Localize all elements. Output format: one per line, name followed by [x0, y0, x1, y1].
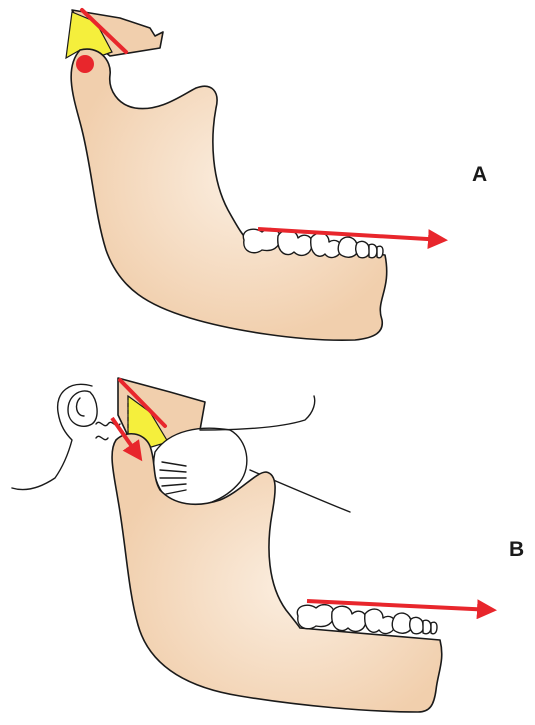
mandible-a	[71, 49, 387, 340]
ear-outline	[12, 384, 92, 489]
panel-label-b: B	[509, 538, 524, 562]
panel-a	[66, 10, 444, 340]
panel-label-a: A	[472, 163, 487, 187]
ear-inner	[68, 391, 97, 426]
red-dot-icon	[76, 55, 94, 73]
skin-contour	[200, 396, 315, 430]
panel-b	[12, 378, 493, 712]
ear-canal	[77, 398, 84, 416]
